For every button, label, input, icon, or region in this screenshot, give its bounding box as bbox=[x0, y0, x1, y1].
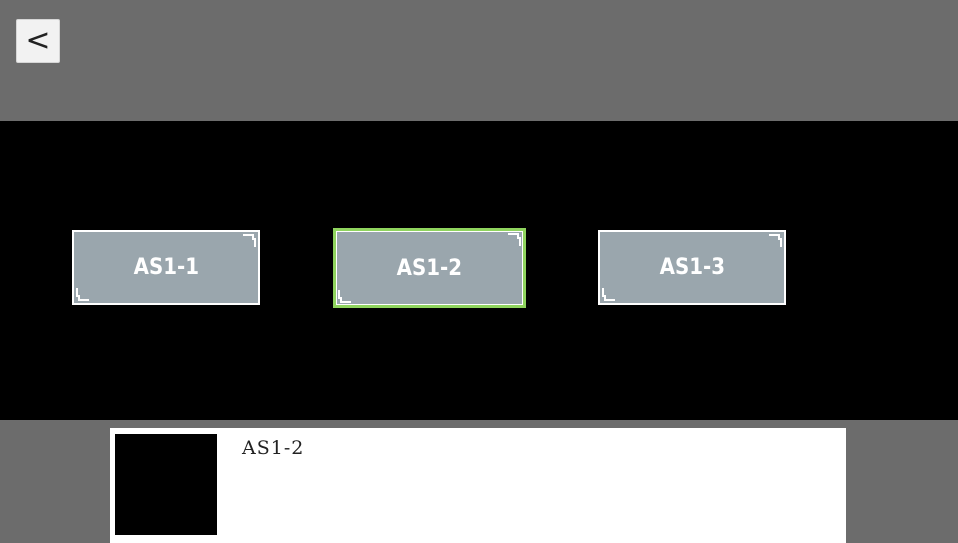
level-label: AS1-2 bbox=[396, 255, 463, 281]
detail-panel: AS1-2 bbox=[0, 420, 958, 543]
corner-notch-icon bbox=[508, 233, 521, 246]
corner-notch-icon bbox=[769, 234, 782, 247]
level-select-area: AS1-1 AS1-2 AS1-3 bbox=[0, 121, 958, 420]
level-info-card: AS1-2 bbox=[110, 428, 846, 543]
level-button-as1-3[interactable]: AS1-3 bbox=[598, 230, 786, 305]
back-button[interactable]: < bbox=[16, 19, 60, 63]
corner-notch-icon bbox=[602, 288, 615, 301]
corner-notch-icon bbox=[76, 288, 89, 301]
level-thumbnail bbox=[115, 434, 217, 535]
level-label: AS1-1 bbox=[133, 255, 199, 280]
top-bar: < bbox=[0, 0, 958, 121]
level-title: AS1-2 bbox=[242, 437, 305, 459]
corner-notch-icon bbox=[243, 234, 256, 247]
level-button-as1-1[interactable]: AS1-1 bbox=[72, 230, 260, 305]
level-label: AS1-3 bbox=[659, 255, 725, 280]
corner-notch-icon bbox=[338, 290, 351, 303]
level-button-as1-2[interactable]: AS1-2 bbox=[333, 228, 526, 308]
